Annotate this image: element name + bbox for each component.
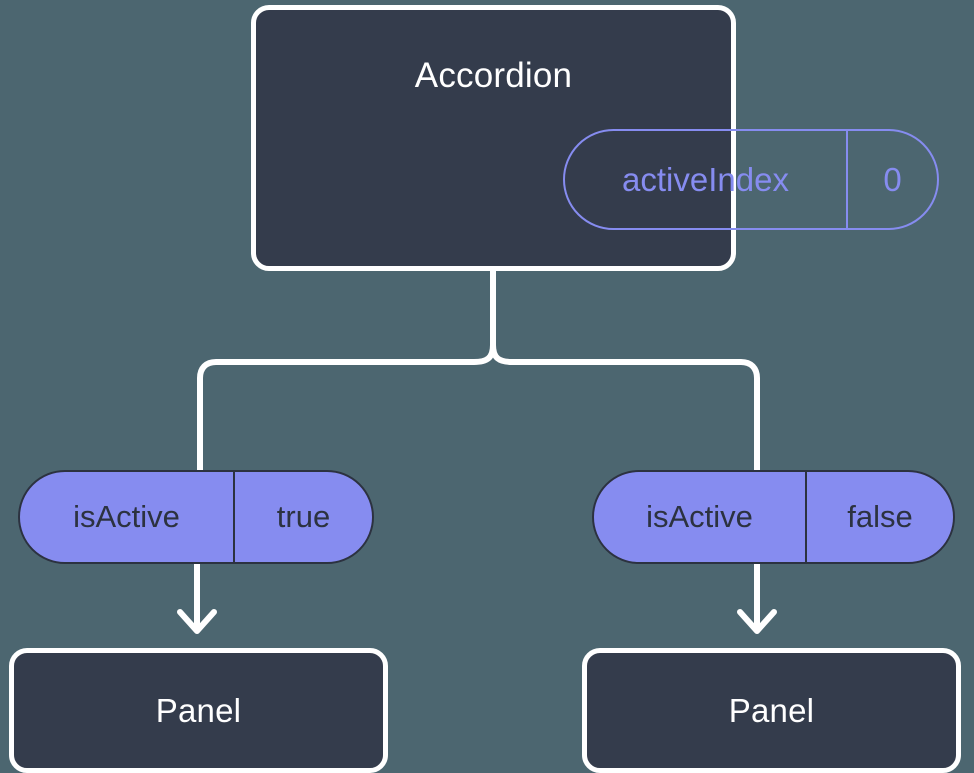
prop-pill-is-active-true[interactable]: isActive true [18,470,374,564]
prop-pill-is-active-false-value: false [847,499,913,534]
prop-pill-active-index-key: activeIndex [565,131,848,228]
arrow-right-head-icon [737,609,777,634]
node-accordion-title: Accordion [414,56,573,95]
prop-pill-active-index[interactable]: activeIndex 0 [563,129,939,230]
node-accordion[interactable]: Accordion activeIndex 0 [251,5,939,271]
prop-pill-is-active-false[interactable]: isActive false [592,470,955,564]
prop-pill-active-index-value: 0 [883,160,902,198]
node-panel-left[interactable]: Panel [9,648,388,773]
connector-root-branch [197,268,496,473]
node-panel-left-title: Panel [155,692,242,729]
node-panel-right-title: Panel [728,692,815,729]
connector-root-branch-right [490,342,760,473]
node-panel-right[interactable]: Panel [582,648,961,773]
arrow-left-head-icon [177,609,217,634]
prop-pill-is-active-true-key: isActive [20,472,235,562]
prop-pill-is-active-true-value: true [276,499,331,534]
prop-pill-is-active-false-key: isActive [594,472,807,562]
